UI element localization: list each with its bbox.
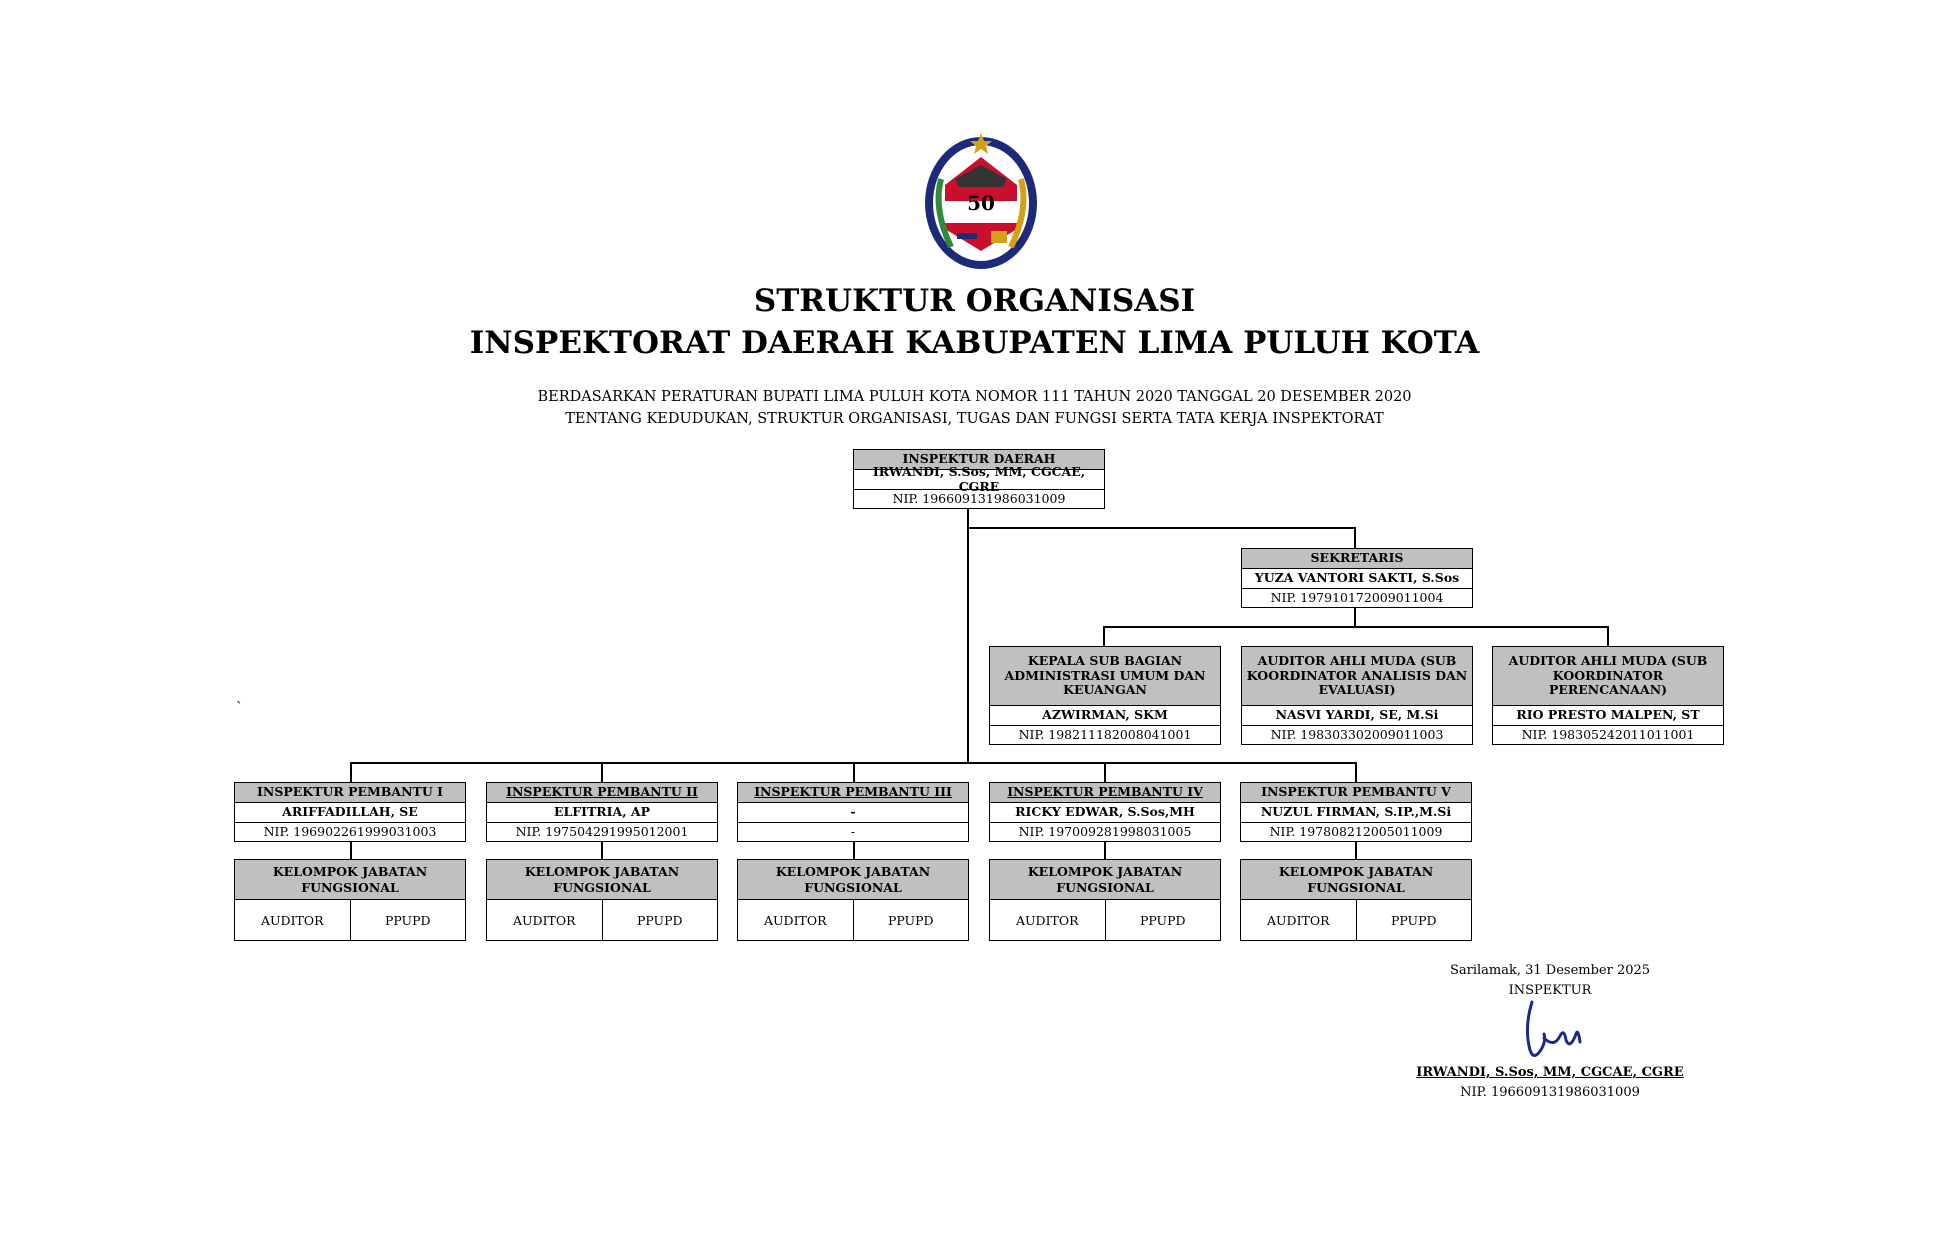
- box-title: AUDITOR AHLI MUDA (SUB KOORDINATOR ANALI…: [1242, 647, 1472, 706]
- handwritten-signature: [1510, 998, 1590, 1068]
- box-name: YUZA VANTORI SAKTI, S.Sos: [1242, 569, 1472, 589]
- connector-fungsional-3: [853, 841, 855, 859]
- box-nip: NIP. 196902261999031003: [263, 823, 437, 839]
- sekretaris-box: SEKRETARIS YUZA VANTORI SAKTI, S.Sos NIP…: [1241, 548, 1473, 608]
- box-name: NASVI YARDI, SE, M.Si: [1242, 706, 1472, 726]
- logo-number: 50: [967, 191, 995, 215]
- signature-nip: NIP. 196609131986031009: [1460, 1085, 1640, 1100]
- signature-place-date: Sarilamak, 31 Desember 2025: [1449, 963, 1651, 978]
- connector-pembantu-3: [853, 762, 855, 782]
- regulation-line-1: BERDASARKAN PERATURAN BUPATI LIMA PULUH …: [537, 389, 1412, 405]
- connector-main-vertical: [967, 508, 969, 762]
- box-name: AZWIRMAN, SKM: [990, 706, 1220, 726]
- inspektur-pembantu-1-box: INSPEKTUR PEMBANTU I ARIFFADILLAH, SE NI…: [234, 782, 466, 842]
- inspektur-pembantu-2-box: INSPEKTUR PEMBANTU II ELFITRIA, AP NIP. …: [486, 782, 718, 842]
- auditor-cell: AUDITOR: [235, 900, 351, 940]
- box-title: INSPEKTUR PEMBANTU II: [487, 783, 717, 803]
- connector-sekretaris-down: [1354, 607, 1356, 626]
- page-title: STRUKTUR ORGANISASI: [753, 283, 1196, 319]
- box-title: INSPEKTUR DAERAH: [854, 450, 1104, 470]
- stray-mark: `: [236, 700, 243, 716]
- connector-fungsional-1: [350, 841, 352, 859]
- inspektur-pembantu-3-box: INSPEKTUR PEMBANTU III - -: [737, 782, 969, 842]
- auditor-cell: AUDITOR: [487, 900, 603, 940]
- auditor-cell: AUDITOR: [1241, 900, 1357, 940]
- box-name: RICKY EDWAR, S.Sos,MH: [990, 803, 1220, 823]
- connector-fungsional-4: [1104, 841, 1106, 859]
- box-nip: NIP. 198305242011011001: [1521, 726, 1695, 742]
- box-title: AUDITOR AHLI MUDA (SUB KOORDINATOR PEREN…: [1493, 647, 1723, 706]
- box-title: INSPEKTUR PEMBANTU IV: [990, 783, 1220, 803]
- box-nip: NIP. 197504291995012001: [515, 823, 689, 839]
- inspektur-pembantu-5-box: INSPEKTUR PEMBANTU V NUZUL FIRMAN, S.IP.…: [1240, 782, 1472, 842]
- connector-fungsional-5: [1355, 841, 1357, 859]
- box-name: ARIFFADILLAH, SE: [235, 803, 465, 823]
- inspektur-daerah-box: INSPEKTUR DAERAH IRWANDI, S.Sos, MM, CGC…: [853, 449, 1105, 509]
- auditor-cell: AUDITOR: [990, 900, 1106, 940]
- box-nip: NIP. 197910172009011004: [1270, 589, 1444, 605]
- connector-to-sekretaris-v: [1354, 527, 1356, 548]
- box-nip: NIP. 196609131986031009: [892, 490, 1066, 506]
- connector-pembantu-4: [1104, 762, 1106, 782]
- connector-pembantu-2: [601, 762, 603, 782]
- signature-name: IRWANDI, S.Sos, MM, CGCAE, CGRE: [1416, 1065, 1684, 1080]
- box-nip: NIP. 198211182008041001: [1018, 726, 1192, 742]
- ppupd-cell: PPUPD: [1390, 912, 1437, 928]
- auditor-cell: AUDITOR: [738, 900, 854, 940]
- box-name: RIO PRESTO MALPEN, ST: [1493, 706, 1723, 726]
- ppupd-cell: PPUPD: [636, 912, 683, 928]
- box-title: KEPALA SUB BAGIAN ADMINISTRASI UMUM DAN …: [990, 647, 1220, 706]
- box-nip: NIP. 198303302009011003: [1270, 726, 1444, 742]
- box-title: INSPEKTUR PEMBANTU V: [1241, 783, 1471, 803]
- connector-to-sekretaris-h: [967, 527, 1355, 529]
- connector-subunit-3: [1607, 626, 1609, 646]
- regulation-line-2: TENTANG KEDUDUKAN, STRUKTUR ORGANISASI, …: [565, 411, 1384, 427]
- inspektur-pembantu-4-box: INSPEKTUR PEMBANTU IV RICKY EDWAR, S.Sos…: [989, 782, 1221, 842]
- box-title: INSPEKTUR PEMBANTU I: [235, 783, 465, 803]
- regency-logo: 50: [921, 129, 1041, 271]
- box-title: INSPEKTUR PEMBANTU III: [738, 783, 968, 803]
- subunit-umum-keuangan-box: KEPALA SUB BAGIAN ADMINISTRASI UMUM DAN …: [989, 646, 1221, 745]
- subunit-perencanaan-box: AUDITOR AHLI MUDA (SUB KOORDINATOR PEREN…: [1492, 646, 1724, 745]
- ppupd-cell: PPUPD: [1139, 912, 1186, 928]
- signature-position: INSPEKTUR: [1508, 983, 1592, 998]
- box-name: ELFITRIA, AP: [487, 803, 717, 823]
- box-name: -: [738, 803, 968, 823]
- connector-subunits-h: [1103, 626, 1608, 628]
- connector-pembantu-1: [350, 762, 352, 782]
- box-name: IRWANDI, S.Sos, MM, CGCAE, CGRE: [854, 464, 1104, 493]
- connector-pembantu-5: [1355, 762, 1357, 782]
- ppupd-cell: PPUPD: [384, 912, 431, 928]
- subunit-analisis-evaluasi-box: AUDITOR AHLI MUDA (SUB KOORDINATOR ANALI…: [1241, 646, 1473, 745]
- box-nip: NIP. 197009281998031005: [1018, 823, 1192, 839]
- box-nip: -: [850, 823, 856, 839]
- ppupd-cell: PPUPD: [887, 912, 934, 928]
- box-name: NUZUL FIRMAN, S.IP.,M.Si: [1241, 803, 1471, 823]
- connector-fungsional-2: [601, 841, 603, 859]
- box-title: SEKRETARIS: [1242, 549, 1472, 569]
- box-nip: NIP. 197808212005011009: [1269, 823, 1443, 839]
- page-title-secondary: INSPEKTORAT DAERAH KABUPATEN LIMA PULUH …: [469, 325, 1480, 361]
- connector-subunit-1: [1103, 626, 1105, 646]
